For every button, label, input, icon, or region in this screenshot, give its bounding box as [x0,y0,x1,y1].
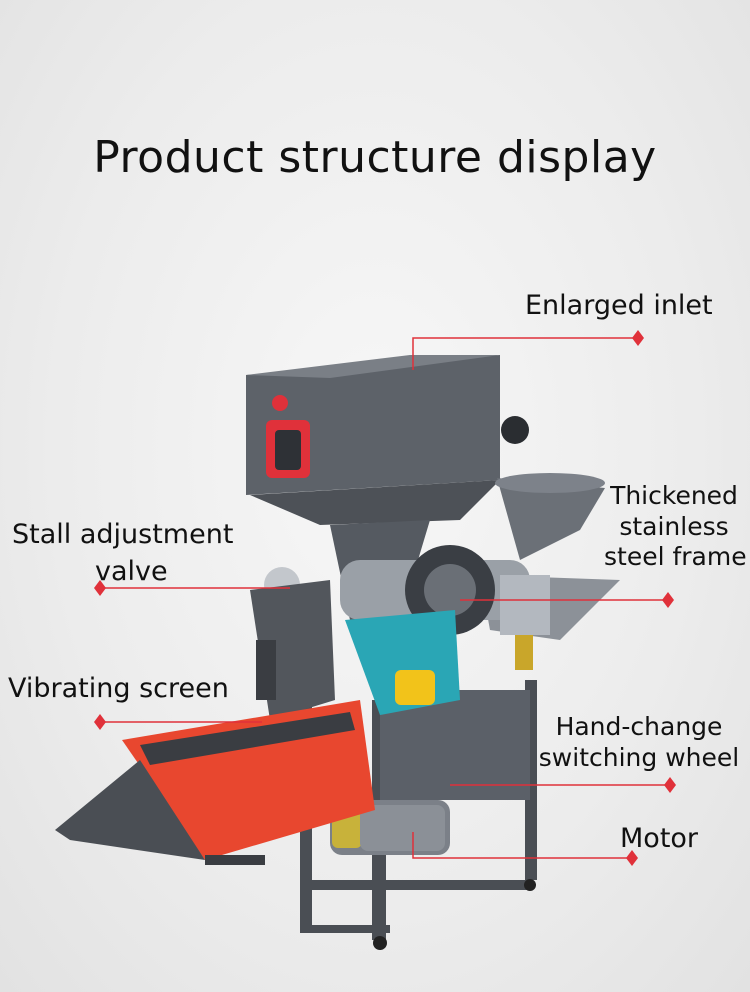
label-vibrating-screen: Vibrating screen [8,673,229,704]
label-enlarged-inlet: Enlarged inlet [525,290,713,321]
callout-markers [94,330,676,866]
label-stall-valve-line2: valve [95,556,168,587]
leader-motor [412,832,632,859]
label-motor: Motor [620,823,699,854]
page-title: Product structure display [93,132,657,183]
label-stall-valve-line1: Stall adjustment [12,519,234,550]
label-frame-line1: Thickened [610,481,738,510]
leader-enlarged-inlet [412,337,638,370]
callout-lines [100,337,670,859]
marker-vibrating-screen [94,714,106,730]
marker-enlarged-inlet [632,330,644,346]
label-frame-line2: stainless [619,511,729,541]
vibrating-screen [55,580,375,865]
label-frame-line3: steel frame [604,542,747,571]
label-frame: Thickened stainless steel frame [604,481,747,573]
marker-motor [626,850,638,866]
mill-body [264,545,550,715]
marker-frame [662,592,674,608]
label-switching-wheel-line1: Hand-change [555,712,723,741]
marker-stall-valve [94,580,106,596]
label-switching-wheel: Hand-change switching wheel [538,712,740,773]
label-switching-wheel-line2: switching wheel [538,742,740,772]
stand-frame [300,680,537,950]
marker-switching-wheel [664,777,676,793]
